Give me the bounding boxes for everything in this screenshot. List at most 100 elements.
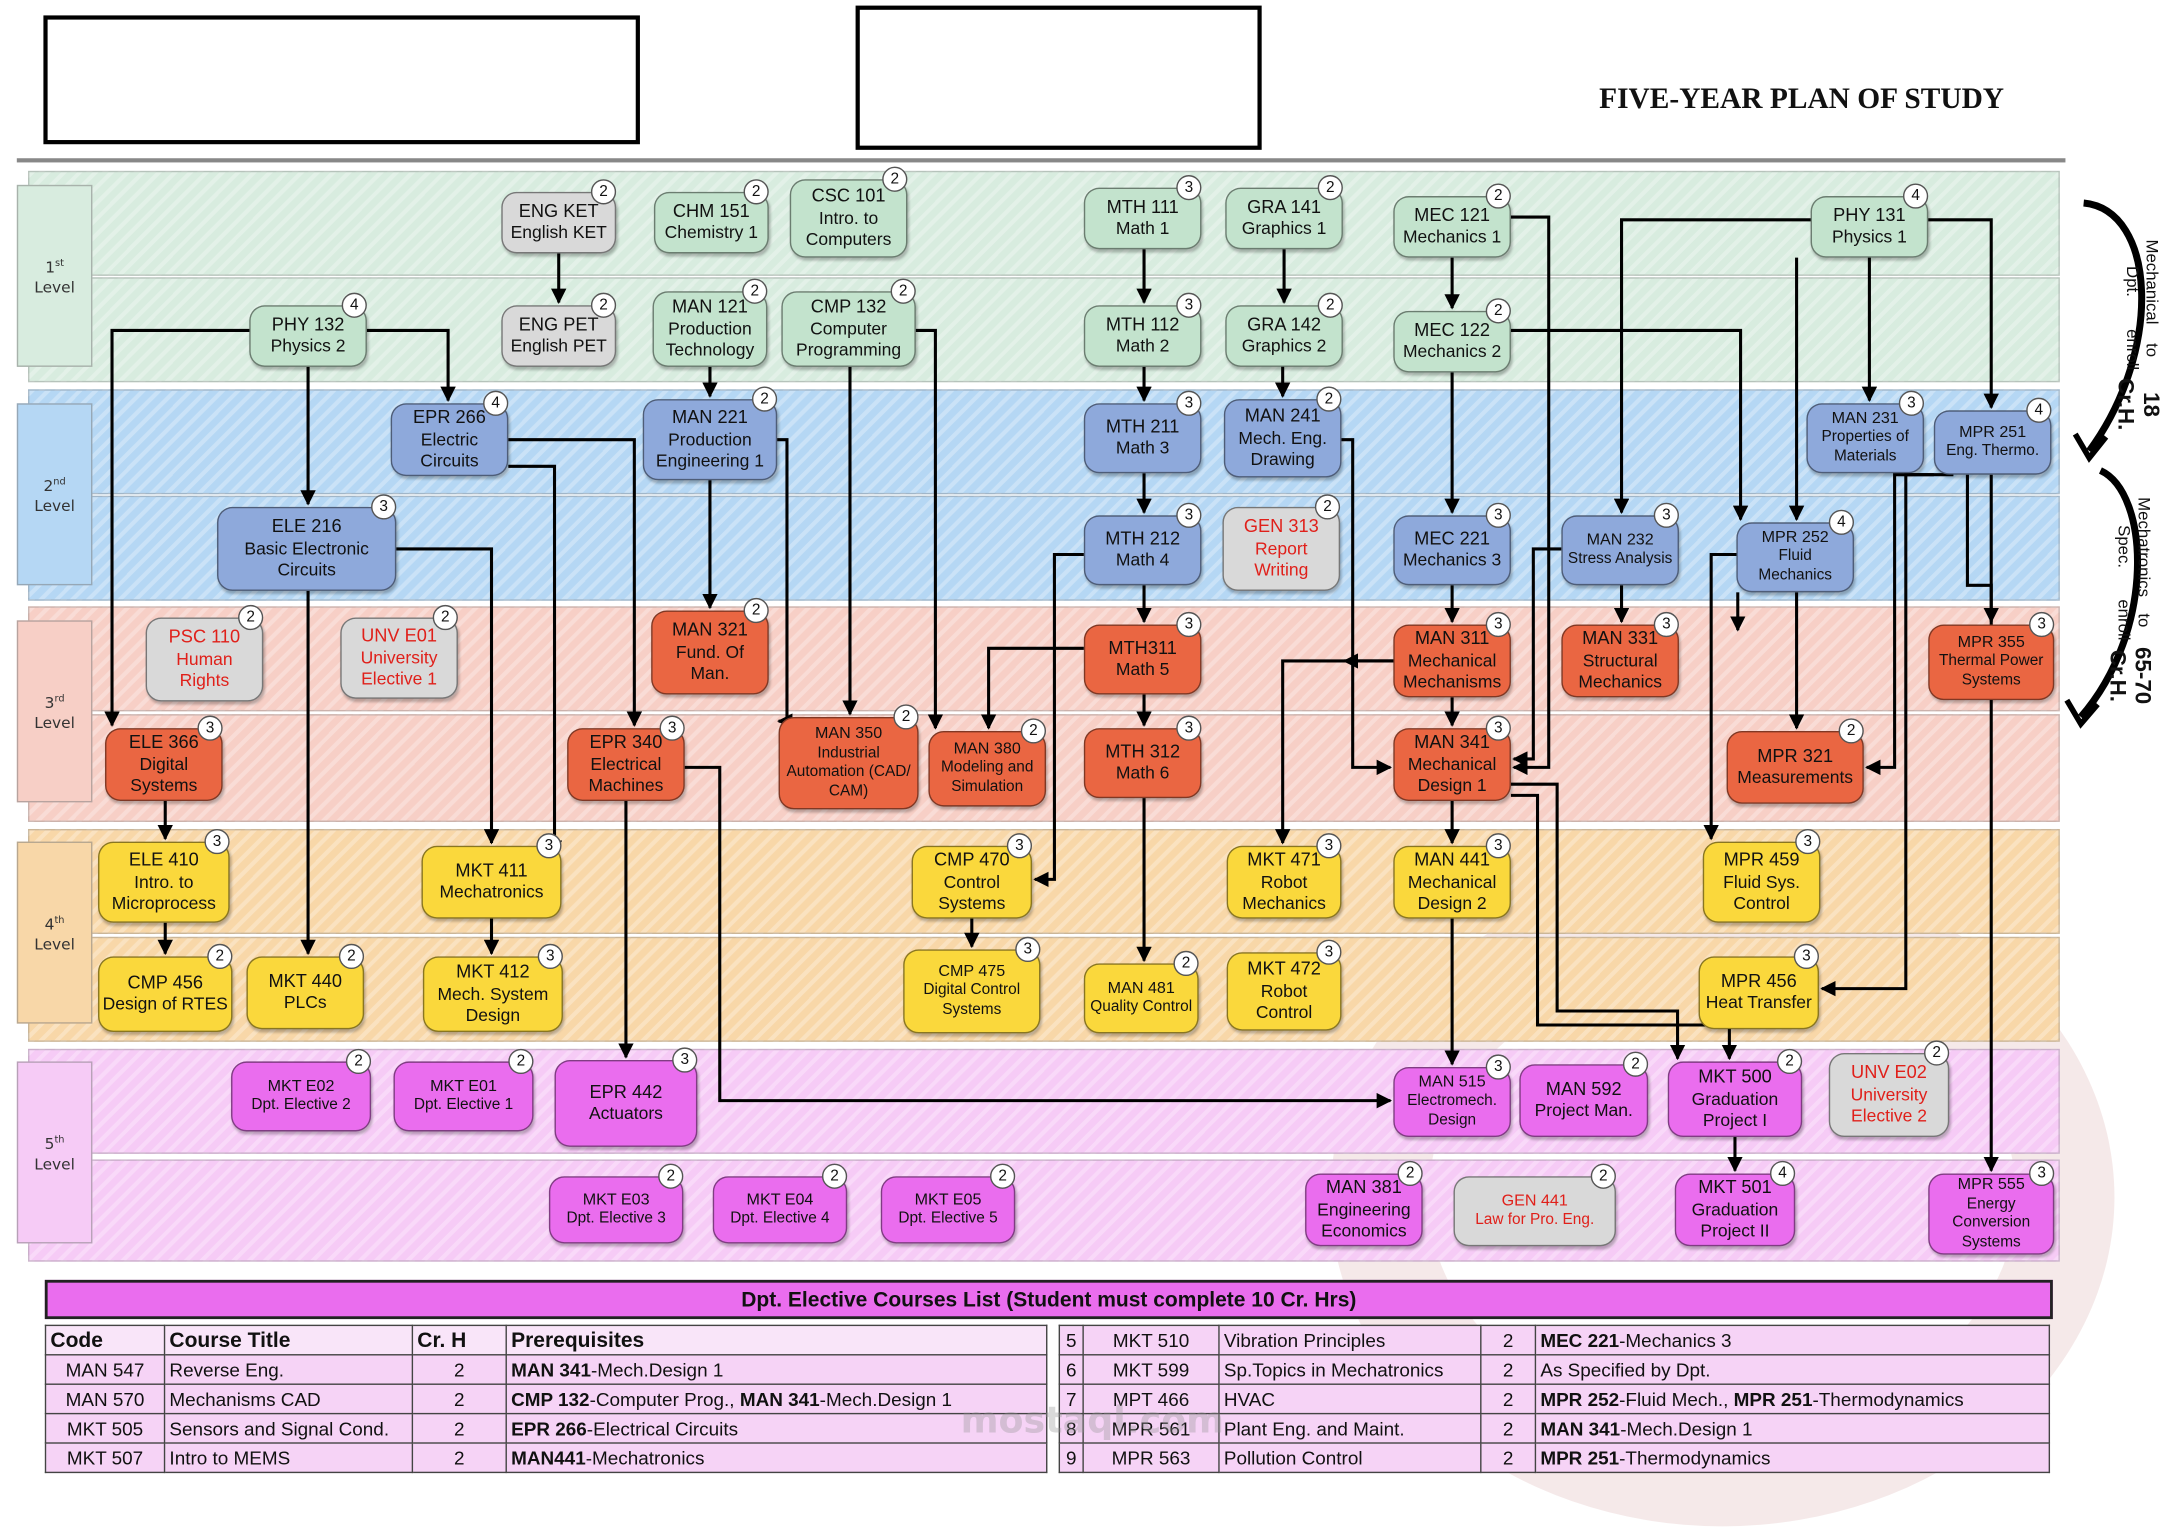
- course-code: MEC 121: [1414, 204, 1491, 226]
- prerequisite-arrow: [396, 547, 500, 845]
- credit-hours-badge: 2: [590, 292, 617, 318]
- course-code: MEC 122: [1414, 319, 1491, 341]
- credit-hours-badge: 3: [537, 943, 563, 970]
- col-pre: Prerequisites: [505, 1324, 1048, 1356]
- cr-cell: 2: [1480, 1324, 1537, 1356]
- course-code: MTH 212: [1105, 528, 1181, 550]
- credit-hours-badge: 2: [1622, 1051, 1649, 1077]
- credit-hours-badge: 2: [590, 179, 617, 205]
- credit-hours-badge: 3: [1176, 611, 1202, 638]
- credit-hours-badge: 3: [659, 715, 685, 741]
- course-title: Basic Electronic Circuits: [244, 538, 369, 580]
- title-cell: Intro to MEMS: [163, 1442, 414, 1474]
- course-title: Physics 2: [270, 336, 346, 357]
- title-cell: Plant Eng. and Maint.: [1218, 1412, 1482, 1444]
- credit-hours-badge: 3: [1485, 1054, 1511, 1080]
- course-title: Properties of Materials: [1821, 429, 1909, 466]
- prereq-code: MAN 341: [511, 1358, 591, 1380]
- course-code: MAN 381: [1325, 1176, 1402, 1198]
- code-cell: MPR 563: [1082, 1442, 1220, 1474]
- course-title: Control Systems: [938, 871, 1006, 914]
- credit-hours-badge: 3: [1176, 390, 1202, 416]
- course-title: Intro. to Microprocess: [111, 871, 216, 914]
- prereq-text: -Thermodynamics: [1812, 1388, 1964, 1410]
- course-code: MAN 241: [1244, 405, 1321, 427]
- credit-hours-badge: 3: [1316, 833, 1342, 859]
- credit-hours-badge: 2: [882, 166, 908, 192]
- prerequisite-arrow: [508, 464, 563, 856]
- course-code: MAN 350: [815, 725, 883, 743]
- course-title: Measurements: [1737, 767, 1854, 788]
- credit-hours-badge: 4: [1903, 183, 1929, 209]
- course-title: Robot Control: [1255, 980, 1313, 1023]
- credit-hours-badge: 4: [483, 390, 509, 416]
- course-code: MKT 501: [1698, 1176, 1772, 1198]
- credit-hours-badge: 2: [1776, 1048, 1803, 1075]
- course-title: Digital Control Systems: [923, 982, 1021, 1019]
- course-code: MAN 311: [1414, 627, 1490, 649]
- prereq-text: As Specified by Dpt.: [1540, 1358, 1711, 1380]
- course-title: Math 2: [1115, 336, 1170, 357]
- credit-hours-badge: 3: [204, 828, 230, 855]
- col-title: Course Title: [163, 1324, 414, 1356]
- course-title: Energy Conversion Systems: [1952, 1195, 2031, 1251]
- course-code: MAN 441: [1414, 848, 1491, 870]
- course-code: MTH311: [1108, 637, 1177, 659]
- cr-cell: 2: [411, 1354, 507, 1385]
- credit-hours-badge: 4: [2026, 397, 2052, 423]
- course-title: Math 3: [1115, 438, 1170, 459]
- course-code: PSC 110: [168, 626, 241, 648]
- course-code: MKT 500: [1698, 1065, 1772, 1087]
- prereq-cell: MPR 251-Thermodynamics: [1534, 1442, 2051, 1474]
- course-title: English PET: [510, 336, 607, 357]
- course-title: Fluid Mechanics: [1758, 548, 1832, 585]
- course-code: MTH 312: [1105, 740, 1181, 762]
- prerequisite-arrow: [1510, 328, 1749, 522]
- credit-hours-badge: 3: [1898, 390, 1925, 416]
- prereq-text: -Mech.Design 1: [590, 1358, 724, 1380]
- credit-hours-badge: 3: [1015, 936, 1041, 963]
- prerequisite-arrow: [1510, 793, 1738, 1061]
- credit-hours-badge: 2: [1590, 1163, 1616, 1189]
- prereq-cell: MAN441-Mechatronics: [505, 1442, 1048, 1474]
- course-code: MKT 412: [456, 960, 530, 982]
- credit-hours-badge: 3: [2029, 1160, 2055, 1187]
- credit-hours-badge: 3: [1795, 828, 1821, 855]
- title-cell: Sp.Topics in Mechatronics: [1218, 1354, 1482, 1385]
- credit-hours-badge: 2: [338, 943, 365, 970]
- prerequisite-arrow: [915, 328, 944, 730]
- prereq-code: MEC 221: [1540, 1329, 1620, 1351]
- code-cell: MAN 547: [44, 1354, 166, 1385]
- course-code: MAN 515: [1418, 1074, 1486, 1091]
- code-cell: MKT 599: [1082, 1354, 1220, 1385]
- course-title: Mech. Eng. Drawing: [1238, 427, 1327, 470]
- course-code: MKT 440: [268, 970, 343, 992]
- prereq-text: -Mech.Design 1: [819, 1388, 953, 1410]
- title-cell: Mechanisms CAD: [163, 1383, 414, 1415]
- course-code: MAN 331: [1582, 627, 1659, 649]
- course-title: Engineering Economics: [1317, 1199, 1411, 1241]
- course-code: MKT E05: [914, 1191, 982, 1209]
- cr-cell: 2: [1480, 1442, 1537, 1474]
- prereq-cell: MAN 341-Mech.Design 1: [505, 1354, 1048, 1385]
